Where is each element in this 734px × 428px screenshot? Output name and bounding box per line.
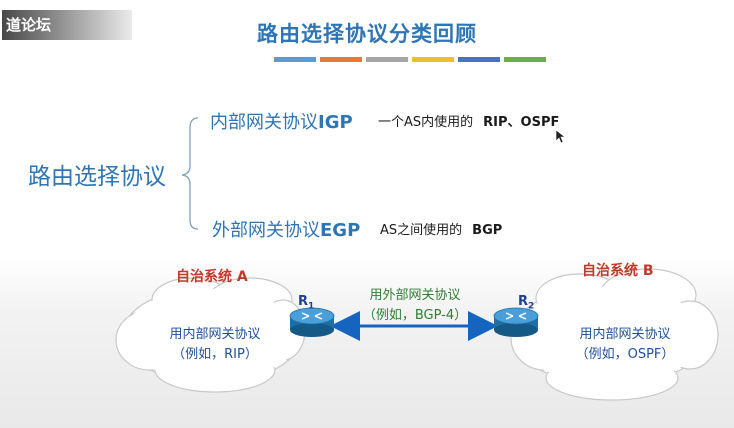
title-bar-6: [504, 57, 546, 62]
router-r1-label: R1: [298, 294, 314, 312]
link-line-2: （例如，BGP-4）: [362, 308, 468, 323]
title-bar-2: [320, 57, 362, 62]
slide-title: 路由选择协议分类回顾: [257, 22, 477, 46]
egp-branch-label: 外部网关协议EGP: [212, 216, 360, 242]
as-a-line-1: 用内部网关协议: [169, 327, 261, 342]
igp-note: 一个AS内使用的 RIP、OSPF: [378, 111, 559, 130]
router-r2-letter: R: [518, 294, 529, 309]
router-r2-icon: [493, 307, 539, 337]
router-r1-letter: R: [298, 294, 309, 309]
egp-protocols: BGP: [472, 223, 503, 238]
router-r2-label: R2: [518, 294, 534, 312]
as-a-line-2: （例如，RIP）: [172, 347, 258, 362]
root-label: 路由选择协议: [28, 164, 166, 190]
link-line-1: 用外部网关协议: [369, 288, 461, 303]
igp-label-cn: 内部网关协议: [210, 112, 318, 133]
igp-branch-label: 内部网关协议IGP: [210, 108, 353, 134]
egp-label-cn: 外部网关协议: [212, 220, 320, 241]
router-r2-subscript: 2: [528, 301, 535, 312]
mouse-cursor-icon: [555, 129, 566, 144]
as-b-line-1: 用内部网关协议: [579, 327, 671, 342]
title-bar-5: [458, 57, 500, 62]
as-a-description: 用内部网关协议 （例如，RIP）: [150, 325, 280, 365]
router-r1-subscript: 1: [308, 301, 315, 312]
watermark-logo: 道论坛: [2, 10, 132, 40]
igp-protocols: RIP、OSPF: [483, 115, 560, 130]
classification-brace: [181, 117, 199, 230]
title-bar-4: [412, 57, 454, 62]
as-a-title: 自治系统 A: [176, 269, 248, 285]
igp-note-text: 一个AS内使用的: [378, 115, 474, 130]
as-b-line-2: （例如，OSPF）: [575, 347, 675, 362]
egp-label-en: EGP: [320, 220, 361, 241]
as-b-description: 用内部网关协议 （例如，OSPF）: [555, 325, 695, 365]
egp-note: AS之间使用的 BGP: [380, 219, 502, 238]
as-b-title: 自治系统 B: [582, 263, 654, 279]
link-description: 用外部网关协议 （例如，BGP-4）: [345, 286, 485, 326]
router-r1-icon: [289, 307, 335, 337]
title-color-bars: [274, 57, 546, 63]
egp-note-text: AS之间使用的: [380, 223, 463, 238]
title-bar-3: [366, 57, 408, 62]
title-bar-1: [274, 57, 316, 62]
igp-label-en: IGP: [318, 112, 353, 133]
